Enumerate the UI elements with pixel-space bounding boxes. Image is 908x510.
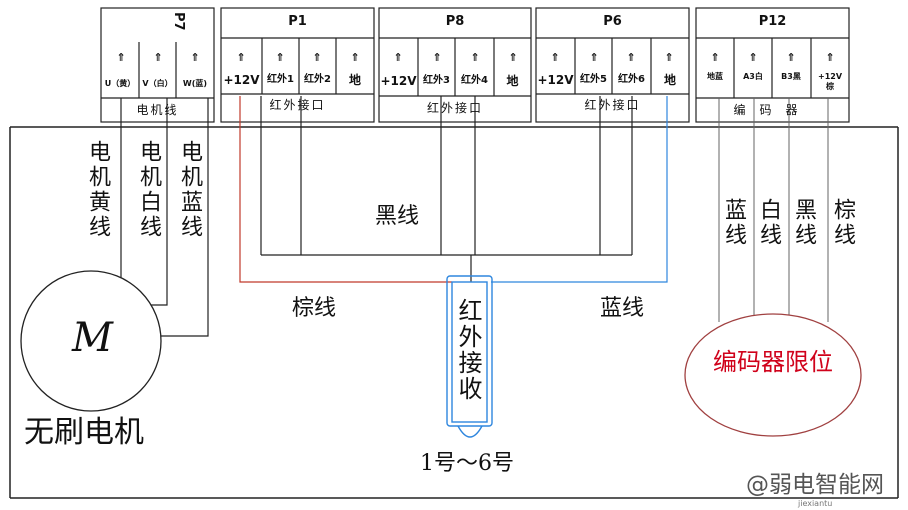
pin-arrow-icon: ⇑ bbox=[589, 51, 599, 64]
p7-pin-w: W(蓝) bbox=[182, 79, 208, 88]
ir-receiver-body bbox=[446, 275, 493, 438]
connector-p8-box bbox=[378, 7, 532, 123]
pin-arrow-icon: ⇑ bbox=[470, 51, 480, 64]
pin-arrow-icon: ⇑ bbox=[710, 51, 720, 64]
pin-arrow-icon: ⇑ bbox=[312, 51, 322, 64]
p6-pin-gnd: 地 bbox=[663, 73, 676, 87]
brown-wire-label: 棕线 bbox=[292, 296, 337, 321]
black-wire-bundle bbox=[260, 96, 633, 282]
ir-receiver-numbers: 1号～6号 bbox=[420, 451, 514, 476]
encoder-white-wire-label: 白线 bbox=[756, 198, 781, 248]
brown-wire bbox=[239, 96, 452, 283]
p1-pin-12v: +12V bbox=[223, 73, 260, 87]
p8-pin-ir4: 红外4 bbox=[461, 75, 488, 86]
p6-pin-ir6: 红外6 bbox=[618, 74, 645, 85]
p12-label: 编码器 bbox=[733, 103, 812, 117]
pin-arrow-icon: ⇑ bbox=[825, 51, 835, 64]
motor-symbol: M bbox=[72, 315, 113, 361]
p1-title: P1 bbox=[288, 14, 307, 29]
motor-white-wire-label: 电机白线 bbox=[136, 140, 161, 240]
p7-pin-v: V（白） bbox=[142, 79, 173, 88]
p12-pin-12v-brown: +12V棕 bbox=[817, 72, 843, 91]
pin-arrow-icon: ⇑ bbox=[748, 51, 758, 64]
pin-arrow-icon: ⇑ bbox=[664, 51, 674, 64]
connector-p6-box bbox=[535, 7, 690, 123]
p1-label: 红外接口 bbox=[269, 98, 326, 112]
encoder-limit-ellipse bbox=[684, 313, 862, 437]
p6-title: P6 bbox=[603, 14, 622, 29]
pin-arrow-icon: ⇑ bbox=[786, 51, 796, 64]
encoder-wires bbox=[718, 98, 829, 322]
p8-label: 红外接口 bbox=[426, 101, 483, 115]
p6-pin-ir5: 红外5 bbox=[580, 74, 607, 85]
p12-pin-a3-white: A3白 bbox=[743, 72, 763, 81]
p1-pin-ir1: 红外1 bbox=[267, 74, 294, 85]
connector-p12-box bbox=[695, 7, 850, 123]
motor-caption: 无刷电机 bbox=[24, 415, 144, 450]
pin-arrow-icon: ⇑ bbox=[508, 51, 518, 64]
pin-arrow-icon: ⇑ bbox=[275, 51, 285, 64]
pin-arrow-icon: ⇑ bbox=[393, 51, 403, 64]
blue-wire-label: 蓝线 bbox=[600, 296, 645, 321]
p8-title: P8 bbox=[445, 14, 465, 29]
p7-pin-u: U（黄） bbox=[104, 79, 136, 88]
encoder-brown-wire-label: 棕线 bbox=[830, 198, 855, 248]
blue-wire bbox=[491, 96, 668, 283]
pin-arrow-icon: ⇑ bbox=[190, 51, 200, 64]
ir-receiver-label: 红外接收 bbox=[454, 298, 482, 402]
p1-pin-ir2: 红外2 bbox=[304, 74, 331, 85]
encoder-blue-wire-label: 蓝线 bbox=[721, 198, 746, 248]
p8-pin-gnd: 地 bbox=[506, 74, 519, 88]
p12-pin-gnd-blue: 地蓝 bbox=[707, 72, 723, 81]
p6-pin-12v: +12V bbox=[537, 73, 574, 87]
p8-pin-12v: +12V bbox=[380, 74, 417, 88]
watermark-sub: jiexiantu bbox=[798, 499, 833, 508]
pin-arrow-icon: ⇑ bbox=[432, 51, 442, 64]
pin-arrow-icon: ⇑ bbox=[236, 51, 246, 64]
p7-label: 电机线 bbox=[136, 103, 179, 117]
pin-arrow-icon: ⇑ bbox=[116, 51, 126, 64]
motor-yellow-wire-label: 电机黄线 bbox=[85, 140, 110, 240]
connector-p7-box bbox=[100, 7, 215, 123]
encoder-limit-label: 编码器限位 bbox=[713, 348, 833, 376]
connector-p1-box bbox=[220, 7, 375, 123]
pin-arrow-icon: ⇑ bbox=[550, 51, 560, 64]
p12-title: P12 bbox=[758, 14, 787, 29]
motor-blue-wire-label: 电机蓝线 bbox=[177, 140, 202, 240]
p1-pin-gnd: 地 bbox=[348, 73, 361, 87]
motor-circle bbox=[20, 270, 162, 412]
watermark: @弱电智能网 bbox=[746, 472, 884, 498]
black-wire-label: 黑线 bbox=[375, 204, 420, 229]
p8-pin-ir3: 红外3 bbox=[423, 75, 450, 86]
pin-arrow-icon: ⇑ bbox=[350, 51, 360, 64]
pin-arrow-icon: ⇑ bbox=[626, 51, 636, 64]
encoder-black-wire-label: 黑线 bbox=[791, 198, 816, 248]
p7-title: P7 bbox=[171, 12, 186, 31]
p12-pin-b3-black: B3黑 bbox=[781, 72, 801, 81]
pin-arrow-icon: ⇑ bbox=[153, 51, 163, 64]
p6-label: 红外接口 bbox=[584, 98, 641, 112]
